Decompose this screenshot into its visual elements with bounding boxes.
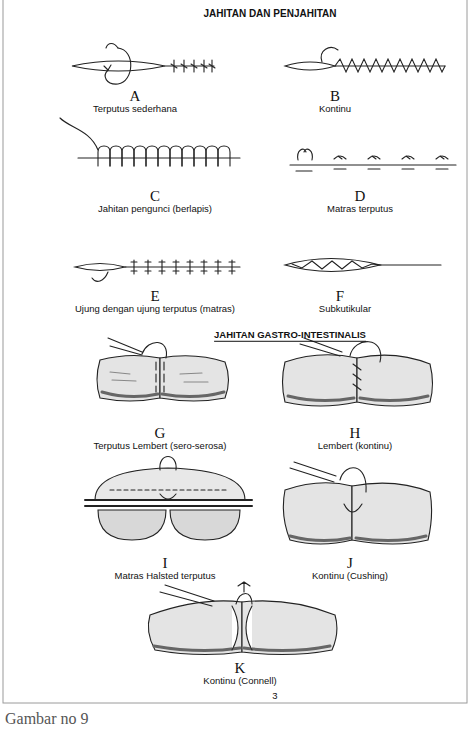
subcuticular-suture xyxy=(285,259,441,272)
figure-caption: Subkutikular xyxy=(319,304,371,314)
page-frame xyxy=(3,0,467,703)
figure-caption: Terputus Lembert (sero-serosa) xyxy=(93,441,226,451)
figure-letter: G xyxy=(155,425,166,442)
figure-caption: Kontinu xyxy=(319,104,351,114)
figure-caption: Kontinu (Connell) xyxy=(203,676,276,686)
page-title: JAHITAN DAN PENJAHITAN xyxy=(204,8,337,19)
figure-letter: F xyxy=(336,288,344,305)
simple-interrupted-suture xyxy=(72,44,215,85)
figure-letter: J xyxy=(347,555,353,572)
continuous-suture xyxy=(285,48,445,72)
figure-caption: Lembert (kontinu) xyxy=(318,441,392,451)
locking-suture xyxy=(60,118,240,166)
halsted-mattress-intestine xyxy=(85,457,252,541)
figure-caption: Gambar no 9 xyxy=(5,710,89,728)
cushing-continuous-intestine xyxy=(283,462,431,544)
connell-continuous-intestine xyxy=(148,582,337,655)
figure-letter: D xyxy=(355,188,366,205)
figure-caption: Jahitan pengunci (berlapis) xyxy=(98,204,212,214)
lembert-interrupted-intestine xyxy=(97,338,229,401)
section-heading: JAHITAN GASTRO-INTESTINALIS xyxy=(214,330,366,342)
figure-caption: Matras terputus xyxy=(327,204,393,214)
end-to-end-mattress-suture xyxy=(75,260,240,281)
figure-letter: B xyxy=(330,88,340,105)
figure-letter: E xyxy=(150,288,159,305)
interrupted-mattress-suture xyxy=(290,149,456,171)
figure-caption: Ujung dengan ujung terputus (matras) xyxy=(75,304,235,314)
figure-letter: A xyxy=(130,88,141,105)
figure-caption: Matras Halsted terputus xyxy=(115,571,216,581)
lembert-continuous-intestine xyxy=(283,338,433,406)
figure-letter: C xyxy=(150,188,160,205)
figure-caption: Kontinu (Cushing) xyxy=(312,571,388,581)
figure-letter: I xyxy=(163,555,168,572)
figure-caption: 3 xyxy=(272,691,277,701)
figure-letter: K xyxy=(235,660,246,677)
figure-caption: Terputus sederhana xyxy=(93,104,177,114)
figure-letter: H xyxy=(350,425,361,442)
